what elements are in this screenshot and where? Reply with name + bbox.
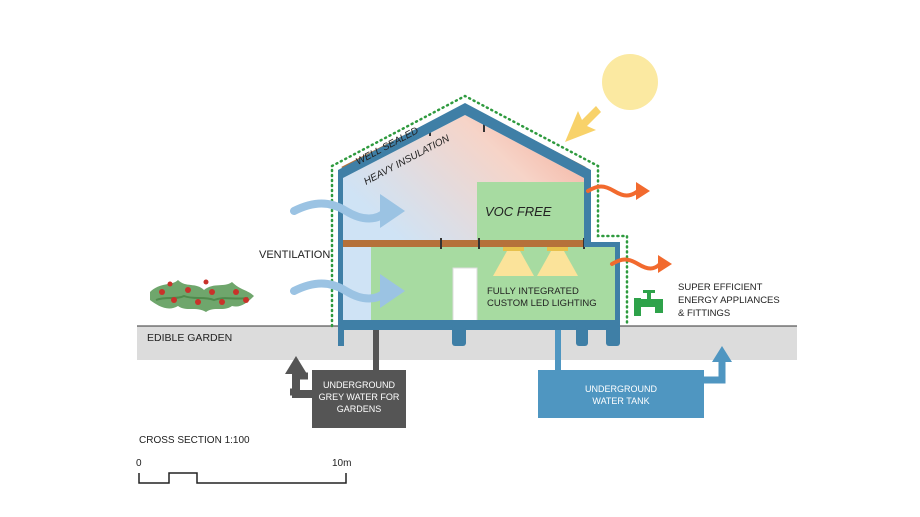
led-lighting-label-line2: CUSTOM LED LIGHTING — [487, 298, 597, 309]
heat-out-arrow-icon — [610, 257, 662, 271]
water-tank-label-line1: UNDERGROUND — [585, 384, 658, 394]
first-floor-slab — [343, 240, 587, 247]
grey-water-pipe — [292, 390, 312, 398]
cross-section-label: CROSS SECTION 1:100 — [139, 435, 250, 446]
upper-voc-zone — [477, 182, 584, 242]
air-in-arrow-head — [380, 274, 405, 308]
door — [452, 267, 478, 325]
house-shell — [338, 103, 620, 326]
air-in-arrow-icon — [290, 279, 390, 303]
water-supply-arrow-icon — [712, 346, 732, 362]
led-light-icon — [537, 247, 578, 276]
lower-voc-zone — [371, 246, 615, 324]
water-tank-label-line2: WATER TANK — [592, 396, 649, 406]
led-lighting-label-line1: FULLY INTEGRATED — [487, 286, 579, 297]
ground-strip — [137, 326, 797, 360]
heat-out-arrow-head — [636, 182, 650, 200]
water-tap-icon — [634, 290, 663, 316]
appliances-label-line3: & FITTINGS — [678, 308, 730, 319]
sun-icon — [602, 54, 658, 110]
scale-bar — [138, 472, 347, 484]
tomato-plant-icon — [150, 279, 254, 312]
edible-garden-label: EDIBLE GARDEN — [147, 332, 232, 344]
heat-out-arrow-icon — [586, 184, 640, 198]
footing — [338, 326, 344, 346]
grey-water-label-line3: GARDENS — [337, 404, 382, 414]
led-light-icon — [493, 247, 534, 276]
scale-start-label: 0 — [136, 458, 142, 469]
underground-water-tank — [538, 370, 704, 418]
voc-free-label: VOC FREE — [485, 204, 552, 219]
grey-water-label-line2: GREY WATER FOR — [319, 392, 400, 402]
scale-end-label: 10m — [332, 458, 351, 469]
grey-water-pipe — [373, 330, 379, 372]
grey-water-label-line1: UNDERGROUND — [323, 380, 396, 390]
water-tank-pipe — [704, 360, 726, 384]
water-tank-pipe — [555, 330, 561, 372]
grey-water-tank — [312, 370, 406, 428]
air-in-arrow-icon — [290, 199, 390, 223]
footing — [452, 326, 466, 346]
sun-ray-arrow-icon — [565, 106, 601, 142]
seal-line — [330, 94, 629, 328]
heat-out-arrow-head — [658, 255, 672, 273]
ventilation-label: VENTILATION — [259, 249, 330, 261]
appliances-label-line2: ENERGY APPLIANCES — [678, 295, 780, 306]
footing — [576, 326, 588, 346]
footing — [606, 326, 620, 346]
grey-water-pipe — [292, 368, 300, 396]
ground-slab — [338, 320, 620, 330]
air-in-arrow-head — [380, 194, 405, 228]
appliances-label-line1: SUPER EFFICIENT — [678, 282, 763, 293]
grey-water-arrow-icon — [285, 356, 307, 374]
